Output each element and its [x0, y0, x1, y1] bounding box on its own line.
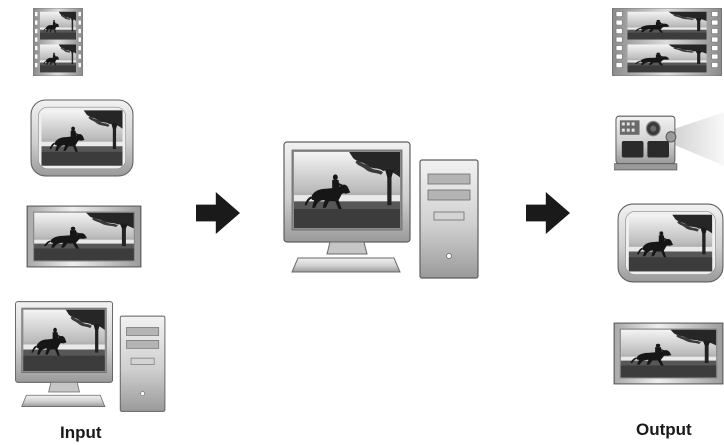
film-strip-icon	[33, 8, 83, 76]
desktop-computer-icon	[284, 142, 478, 278]
output-label: Output	[636, 420, 692, 440]
crt-tv-icon	[618, 204, 723, 282]
crt-tv-icon	[31, 100, 133, 176]
projector-icon	[614, 112, 724, 170]
arrow-right-icon	[196, 192, 240, 234]
input-label: Input	[60, 423, 102, 443]
desktop-computer-icon	[16, 302, 165, 412]
arrow-right-icon	[526, 192, 570, 234]
widescreen-tv-icon	[27, 206, 141, 267]
film-strip-icon	[612, 8, 722, 76]
widescreen-tv-icon	[614, 323, 723, 384]
